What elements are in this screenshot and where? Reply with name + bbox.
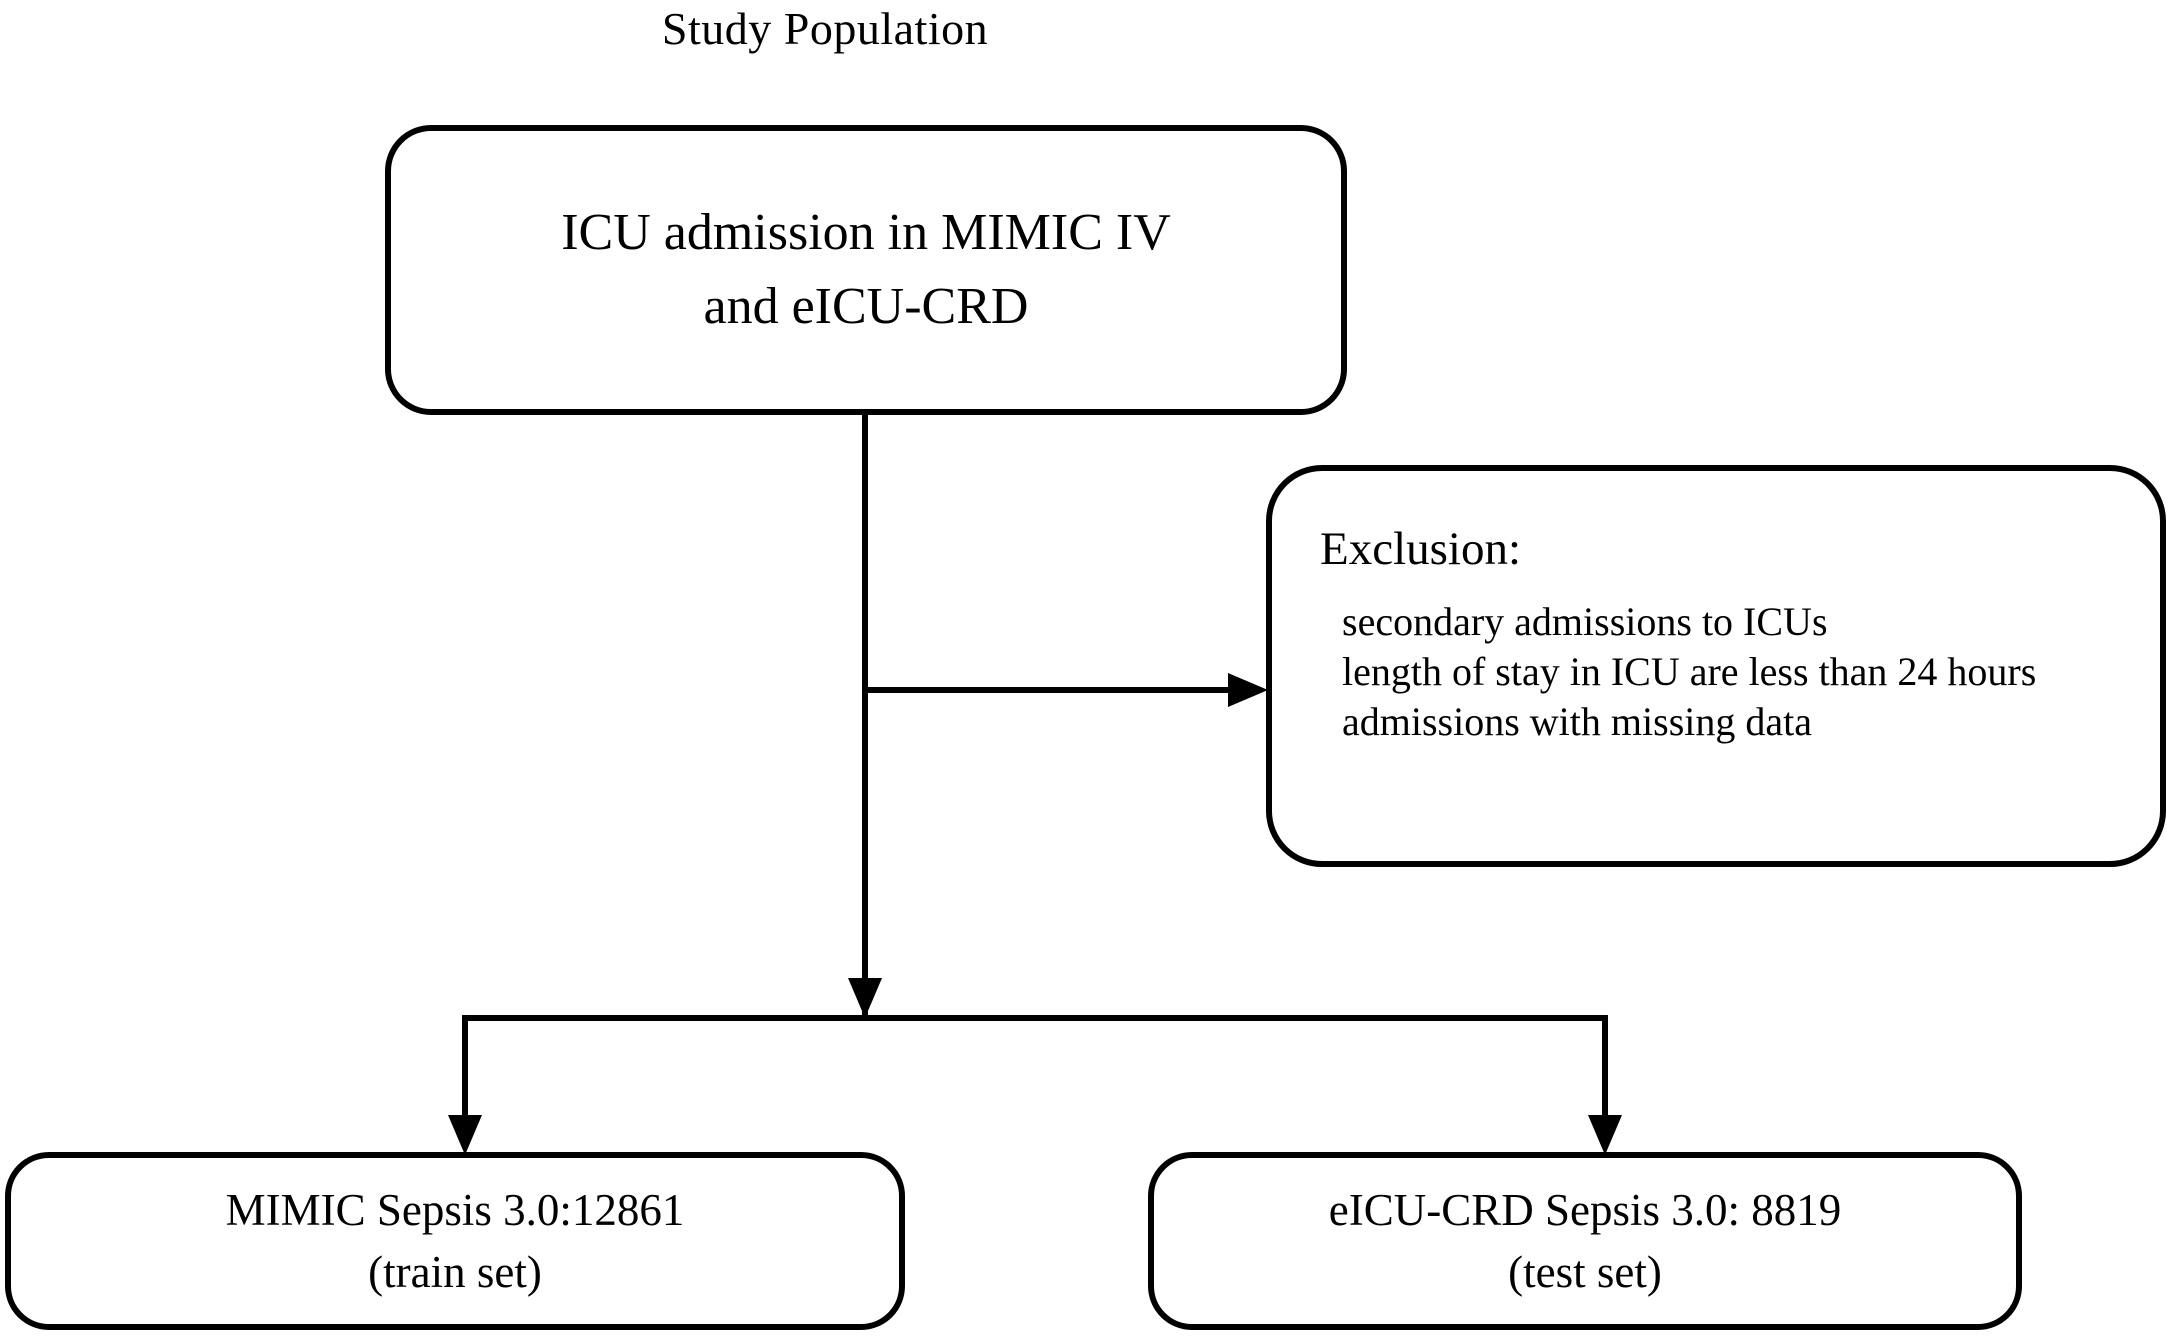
node-train-line-2: (train set) [368, 1247, 542, 1297]
page-title: Study Population [661, 3, 989, 54]
arrowhead-right-icon-exclusion [1228, 673, 1268, 707]
exclusion-heading: Exclusion: [1320, 523, 1522, 575]
arrowhead-down-icon-train [448, 1115, 482, 1155]
connector-source-to-exclusion [862, 687, 1236, 693]
node-mimic-train-cohort: MIMIC Sepsis 3.0:12861 (train set) [5, 1152, 905, 1330]
node-source-line-2: and eICU-CRD [703, 278, 1029, 335]
arrowhead-down-icon-test [1588, 1115, 1622, 1155]
connector-source-to-split [862, 413, 868, 1018]
node-source-line-1: ICU admission in MIMIC IV [561, 204, 1171, 261]
node-test-line-1: eICU-CRD Sepsis 3.0: 8819 [1328, 1185, 1842, 1235]
node-test-line-2: (test set) [1508, 1247, 1662, 1297]
node-train-line-1: MIMIC Sepsis 3.0:12861 [225, 1185, 685, 1235]
arrowhead-down-icon-main [848, 978, 882, 1018]
exclusion-item-2: length of stay in ICU are less than 24 h… [1342, 649, 2037, 694]
node-icu-admission-source: ICU admission in MIMIC IV and eICU-CRD [385, 125, 1347, 415]
node-exclusion-criteria: Exclusion: secondary admissions to ICUs … [1266, 465, 2166, 867]
connector-split-to-test [1602, 1015, 1608, 1121]
node-eicu-test-cohort: eICU-CRD Sepsis 3.0: 8819 (test set) [1148, 1152, 2022, 1330]
exclusion-item-1: secondary admissions to ICUs [1342, 599, 1828, 644]
connector-split-to-train [462, 1015, 468, 1121]
exclusion-item-3: admissions with missing data [1342, 699, 1812, 744]
connector-split-bar [465, 1015, 1608, 1021]
